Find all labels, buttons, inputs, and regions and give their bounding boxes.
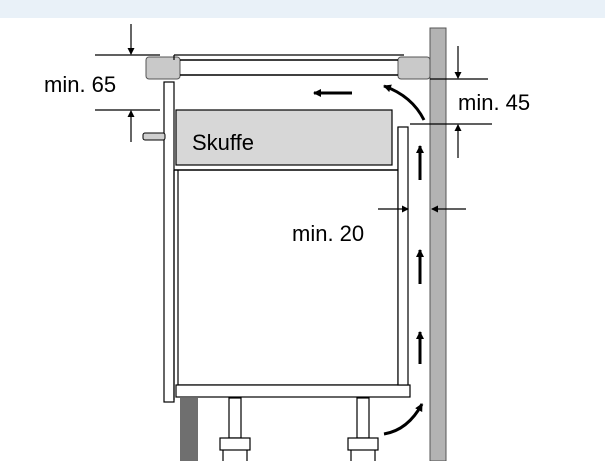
dimension-min-45 bbox=[410, 46, 492, 158]
header-band bbox=[0, 0, 605, 18]
cabinet-body bbox=[175, 126, 411, 398]
label-min-20: min. 20 bbox=[292, 221, 364, 246]
dimension-min-65 bbox=[95, 24, 160, 142]
plinth bbox=[180, 398, 198, 461]
wall bbox=[429, 27, 447, 461]
airflow-arrows bbox=[313, 84, 426, 436]
cabinet-feet bbox=[219, 397, 379, 461]
hob bbox=[145, 54, 431, 80]
drawer-handle bbox=[142, 132, 166, 141]
drawer: Skuffe bbox=[174, 109, 398, 171]
drawer-label: Skuffe bbox=[192, 130, 254, 155]
label-min-45: min. 45 bbox=[458, 90, 530, 115]
cabinet-side bbox=[163, 81, 179, 403]
label-min-65: min. 65 bbox=[44, 72, 116, 97]
